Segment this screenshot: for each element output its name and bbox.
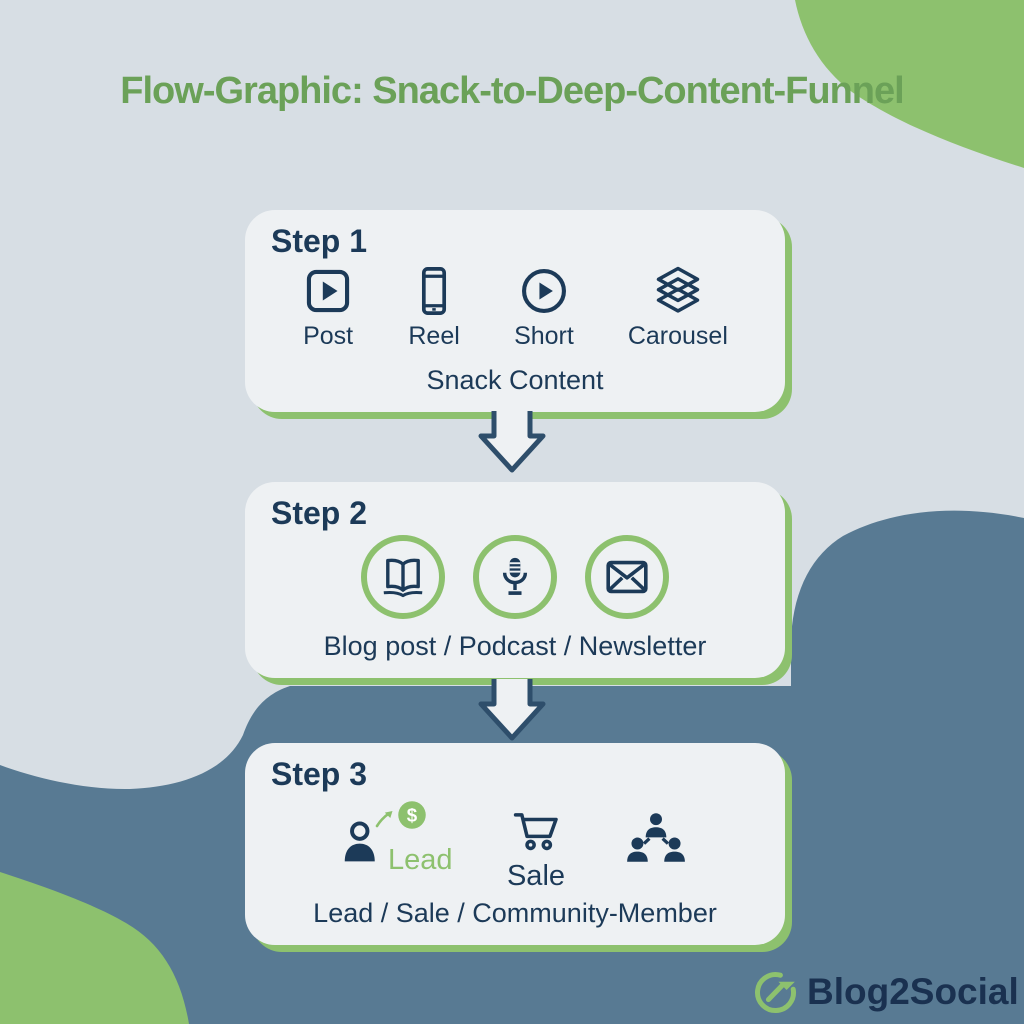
reel-item: Reel: [408, 265, 460, 351]
step-3-caption: Lead / Sale / Community-Member: [313, 898, 717, 928]
dollar-badge-icon: $: [398, 801, 426, 829]
cart-icon: [513, 813, 558, 851]
book-icon: [383, 558, 423, 598]
green-blob-top-right: [795, 0, 1024, 168]
arrow-down-icon: [478, 411, 546, 473]
blog2social-logo-icon: [755, 972, 796, 1014]
step-2-caption: Blog post / Podcast / Newsletter: [323, 631, 707, 661]
post-label: Post: [303, 322, 354, 351]
short-icon: [521, 269, 566, 314]
lead-item: $ Lead: [341, 801, 452, 876]
step-1-heading: Step 1: [271, 223, 368, 259]
short-item: Short: [514, 265, 574, 351]
microphone-icon: [502, 558, 528, 596]
brand-logo: Blog2Social: [752, 968, 1019, 1016]
step-1-icon-row: Post Reel Short: [271, 265, 759, 351]
post-item: Post: [302, 265, 354, 351]
short-label: Short: [514, 322, 574, 351]
step-2-icon-row: [271, 535, 759, 620]
mail-ring: [585, 535, 669, 620]
step-1-caption: Snack Content: [426, 365, 604, 395]
growth-arrow-icon: [375, 811, 393, 828]
lead-label: Lead: [387, 844, 453, 877]
step-3-icon-row: $ Lead Sale: [271, 801, 759, 893]
reel-icon: [422, 267, 447, 316]
microphone-ring: [473, 535, 557, 620]
step-1-card: Step 1 Post Reel Short: [245, 210, 785, 412]
carousel-item: Carousel: [628, 265, 728, 351]
community-item: [623, 810, 689, 873]
arrow-down-icon: [478, 679, 546, 741]
book-ring: [361, 535, 445, 620]
step-2-card: Step 2: [245, 482, 785, 678]
page-title: Flow-Graphic: Snack-to-Deep-Content-Funn…: [120, 70, 904, 112]
post-icon: [306, 270, 350, 313]
dollar-sign: $: [407, 804, 418, 825]
green-blob-bottom-left: [0, 872, 189, 1024]
reel-label: Reel: [408, 322, 460, 351]
sale-item: Sale: [507, 808, 565, 893]
carousel-label: Carousel: [627, 322, 728, 351]
mail-icon: [606, 560, 648, 594]
community-icon: [627, 813, 685, 862]
sale-label: Sale: [506, 860, 566, 893]
step-3-card: Step 3 $ Lead: [245, 743, 785, 945]
step-2-heading: Step 2: [271, 495, 368, 531]
carousel-icon: [656, 266, 700, 313]
lead-person-icon: [344, 821, 375, 862]
step-3-heading: Step 3: [271, 756, 368, 792]
blog2social-logo-text: Blog2Social: [807, 971, 1019, 1012]
